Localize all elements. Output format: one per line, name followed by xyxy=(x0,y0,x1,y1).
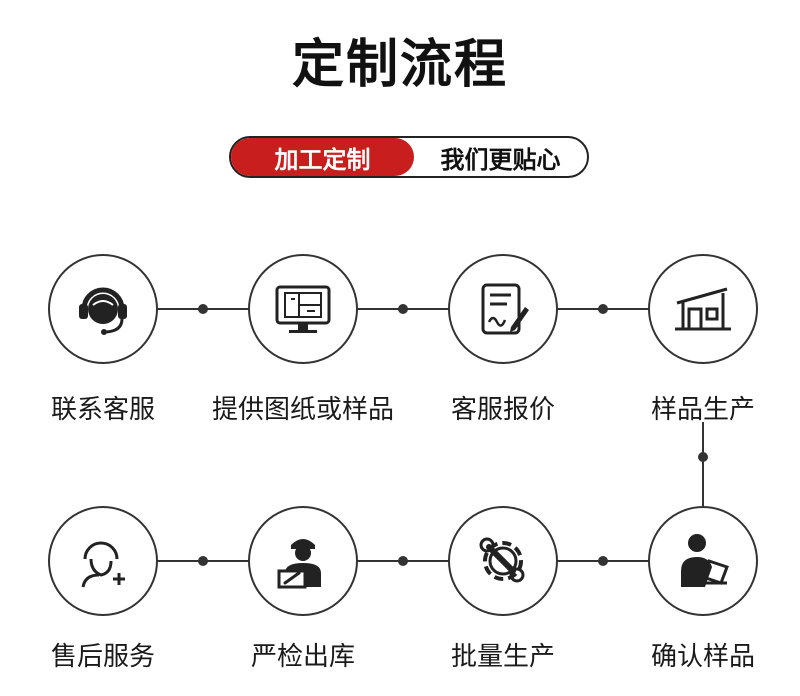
step-node-mass-production xyxy=(448,506,558,616)
step-node-contact xyxy=(48,254,158,364)
connector-dot xyxy=(598,556,608,566)
headset-icon xyxy=(79,287,127,335)
connector-dot xyxy=(198,304,208,314)
blueprint-monitor-icon xyxy=(275,285,331,333)
worker-toolbox-icon xyxy=(277,539,321,589)
page-title: 定制流程 xyxy=(291,35,508,95)
step-node-sample-production xyxy=(648,254,758,364)
step-label: 客服报价 xyxy=(450,395,555,425)
step-label: 确认样品 xyxy=(650,642,755,672)
support-person-icon xyxy=(81,541,125,588)
step-node-drawing xyxy=(248,254,358,364)
step-label: 售后服务 xyxy=(50,642,155,672)
workshop-icon xyxy=(675,287,731,331)
step-label: 提供图纸或样品 xyxy=(211,395,394,425)
connector-line xyxy=(702,422,704,520)
quote-document-icon xyxy=(481,283,529,335)
connector-dot xyxy=(598,304,608,314)
step-node-quote xyxy=(448,254,558,364)
connector-dot xyxy=(398,556,408,566)
worker-checking-icon xyxy=(681,534,729,587)
connector-dot xyxy=(698,452,708,462)
step-node-inspection xyxy=(248,506,358,616)
connector-dot xyxy=(398,304,408,314)
step-label: 样品生产 xyxy=(650,395,755,425)
gear-wrench-icon xyxy=(479,537,525,583)
banner-text: 我们更贴心 xyxy=(440,145,561,174)
step-label: 批量生产 xyxy=(450,642,555,672)
step-label: 严检出库 xyxy=(250,642,355,672)
banner-highlight: 加工定制 xyxy=(231,138,414,176)
step-node-after-sales xyxy=(48,506,158,616)
banner-pill: 加工定制 我们更贴心 xyxy=(229,136,589,178)
step-label: 联系客服 xyxy=(50,395,155,425)
connector-dot xyxy=(198,556,208,566)
step-node-confirm xyxy=(648,506,758,616)
